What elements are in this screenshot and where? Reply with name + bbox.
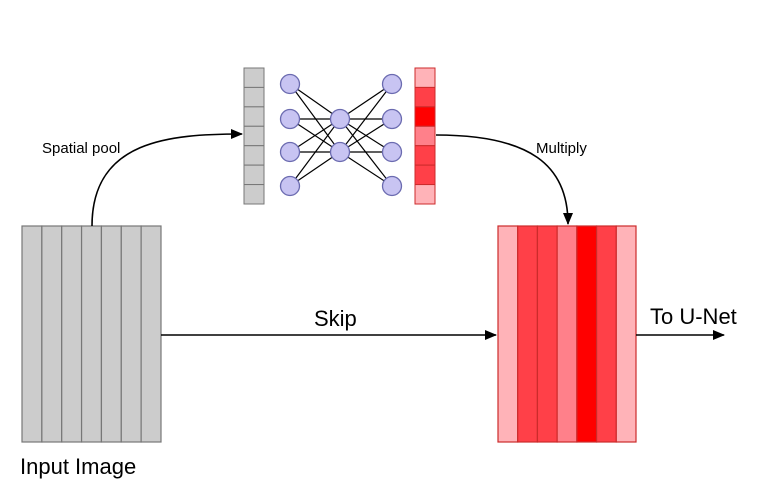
network-node bbox=[329, 141, 351, 163]
multiply-arrow bbox=[435, 134, 573, 225]
input-channel bbox=[140, 225, 162, 443]
pooled-cell bbox=[243, 125, 265, 147]
pooled-cell bbox=[243, 67, 265, 88]
network-edge bbox=[339, 83, 393, 153]
network-node bbox=[381, 175, 403, 197]
network-node bbox=[279, 73, 301, 95]
network-edge bbox=[339, 118, 393, 153]
input-channel bbox=[100, 225, 122, 443]
pooled-cell bbox=[243, 145, 265, 166]
weight-cell bbox=[414, 184, 436, 205]
output-image bbox=[497, 225, 637, 443]
input-image bbox=[21, 225, 162, 443]
output-channel bbox=[497, 225, 519, 443]
network-edge bbox=[339, 83, 393, 120]
network-edge bbox=[289, 83, 341, 120]
weight-cell bbox=[414, 125, 436, 147]
pooled-cell bbox=[243, 164, 265, 186]
weight-cell bbox=[414, 86, 436, 108]
network-node bbox=[329, 108, 351, 130]
network-edge bbox=[289, 83, 341, 153]
skip-label: Skip bbox=[314, 306, 357, 331]
network-node bbox=[279, 108, 301, 130]
input-channel bbox=[120, 225, 142, 443]
multiply-label: Multiply bbox=[536, 140, 587, 157]
network-node bbox=[279, 141, 301, 163]
network-node bbox=[381, 108, 403, 130]
weight-cell bbox=[414, 67, 436, 88]
network-nodes bbox=[279, 73, 403, 197]
weight-cell bbox=[414, 106, 436, 127]
pooled-cell bbox=[243, 106, 265, 127]
spatial-pool-label: Spatial pool bbox=[42, 140, 120, 157]
to-unet-label: To U-Net bbox=[650, 304, 737, 329]
network-node bbox=[381, 73, 403, 95]
pooled-vector bbox=[243, 67, 265, 205]
output-channel bbox=[536, 225, 558, 443]
pooled-cell bbox=[243, 86, 265, 108]
network-edge bbox=[339, 151, 393, 187]
input-image-label: Input Image bbox=[20, 454, 136, 479]
output-channel bbox=[556, 225, 578, 443]
pooled-cell bbox=[243, 184, 265, 205]
network-edges bbox=[289, 83, 393, 187]
weight-cell bbox=[414, 164, 436, 186]
network-edge bbox=[289, 118, 341, 187]
network-node bbox=[381, 141, 403, 163]
output-channel bbox=[595, 225, 617, 443]
weight-vector bbox=[414, 67, 436, 205]
input-channel bbox=[61, 225, 83, 443]
output-channel bbox=[576, 225, 598, 443]
input-channel bbox=[41, 225, 63, 443]
network-node bbox=[279, 175, 301, 197]
spatial-pool-arrow bbox=[91, 129, 243, 227]
output-channel bbox=[615, 225, 637, 443]
input-channel bbox=[21, 225, 43, 443]
input-channel bbox=[80, 225, 103, 443]
weight-cell bbox=[414, 145, 436, 166]
output-channel bbox=[517, 225, 539, 443]
